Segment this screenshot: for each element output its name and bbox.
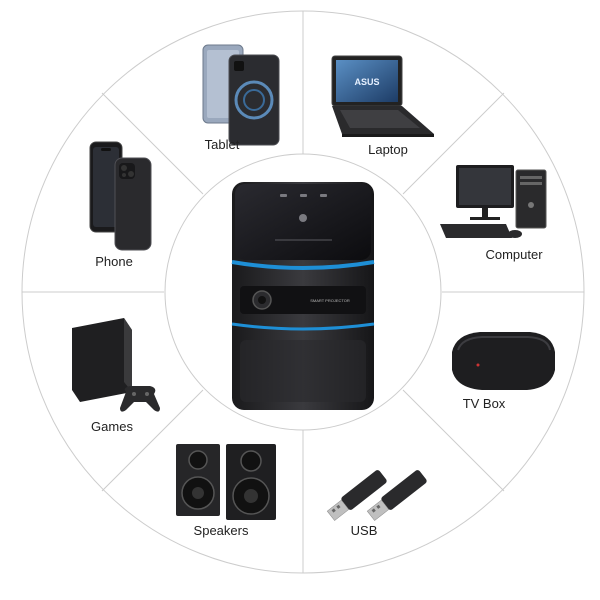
desktop-computer-icon (440, 165, 547, 238)
label-usb: USB (350, 523, 378, 538)
label-games: Games (91, 419, 133, 434)
label-speakers: Speakers (193, 523, 249, 538)
label-laptop: Laptop (368, 142, 408, 157)
laptop-brand-text: ASUS (354, 77, 379, 87)
game-console-icon (72, 318, 160, 412)
usb-drive-icon (326, 470, 427, 521)
tv-box-icon (452, 332, 555, 390)
smartphone-icon (89, 141, 152, 251)
segment-dividers (22, 11, 584, 573)
tablet-icon (202, 44, 280, 146)
projector-label-text: SMART PROJECTOR (310, 298, 350, 303)
label-tv-box: TV Box (462, 396, 506, 411)
label-computer: Computer (485, 247, 543, 262)
laptop-icon: ASUS (331, 55, 434, 137)
speaker-icon (176, 444, 276, 520)
label-tablet: Tablet (204, 137, 240, 152)
label-phone: Phone (95, 254, 133, 269)
smart-projector-icon: SMART PROJECTOR (231, 182, 375, 410)
